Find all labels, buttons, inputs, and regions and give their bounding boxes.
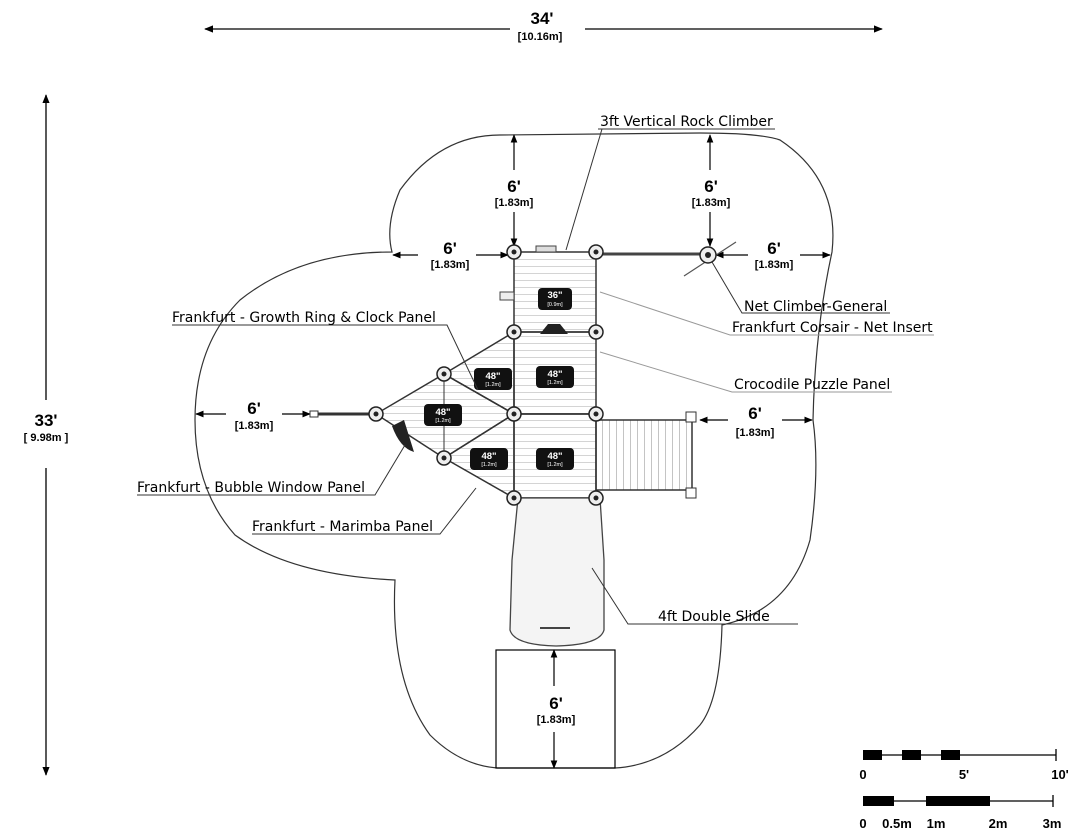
- svg-text:1m: 1m: [927, 816, 946, 831]
- svg-text:6': 6': [507, 177, 521, 196]
- callout-crocodile: Crocodile Puzzle Panel: [599, 351, 892, 393]
- svg-text:Crocodile Puzzle Panel: Crocodile Puzzle Panel: [734, 377, 890, 393]
- svg-text:Frankfurt - Growth Ring & Cloc: Frankfurt - Growth Ring & Clock Panel: [172, 310, 436, 326]
- overall-width-m: [10.16m]: [518, 31, 563, 43]
- svg-text:[1.2m]: [1.2m]: [547, 462, 563, 468]
- use-zone-outline: [194, 132, 834, 769]
- svg-text:5': 5': [959, 767, 969, 782]
- scale-bar-metric: 0 0.5m 1m 2m 3m: [859, 795, 1061, 831]
- svg-text:48": 48": [547, 451, 562, 462]
- svg-text:Frankfurt - Marimba Panel: Frankfurt - Marimba Panel: [252, 519, 433, 535]
- deck-height-badge: 48" [1.2m]: [424, 404, 462, 426]
- clearance-top-right: 6' [1.83m]: [692, 134, 731, 247]
- svg-text:[1.83m]: [1.83m]: [692, 197, 731, 209]
- clearance-top-left: 6' [1.83m]: [495, 134, 534, 247]
- svg-text:Net Climber-General: Net Climber-General: [744, 299, 887, 315]
- svg-text:48": 48": [481, 451, 496, 462]
- svg-text:2m: 2m: [989, 816, 1008, 831]
- overall-depth-ft: 33': [35, 411, 58, 430]
- svg-text:6': 6': [704, 177, 718, 196]
- svg-text:[1.2m]: [1.2m]: [435, 418, 451, 424]
- svg-text:[1.2m]: [1.2m]: [485, 382, 501, 388]
- svg-text:0: 0: [859, 816, 866, 831]
- svg-text:36": 36": [547, 290, 562, 301]
- callout-corsair-net: Frankfurt Corsair - Net Insert: [599, 291, 934, 336]
- overall-width-dimension: 34' [10.16m]: [204, 9, 883, 43]
- svg-text:[1.83m]: [1.83m]: [736, 427, 775, 439]
- svg-text:[1.83m]: [1.83m]: [755, 259, 794, 271]
- callout-marimba: Frankfurt - Marimba Panel: [252, 487, 477, 535]
- callout-bubble-window: Frankfurt - Bubble Window Panel: [137, 444, 406, 496]
- scale-bar-imperial: 0 5' 10': [859, 749, 1069, 782]
- svg-text:[1.2m]: [1.2m]: [547, 380, 563, 386]
- svg-text:6': 6': [767, 239, 781, 258]
- svg-text:48": 48": [547, 369, 562, 380]
- svg-text:[1.83m]: [1.83m]: [431, 259, 470, 271]
- clearance-right: 6' [1.83m]: [699, 404, 813, 439]
- deck-height-badge: 48" [1.2m]: [470, 448, 508, 470]
- overall-width-ft: 34': [531, 9, 554, 28]
- deck-height-badge: 48" [1.2m]: [536, 366, 574, 388]
- svg-text:[1.83m]: [1.83m]: [235, 420, 274, 432]
- svg-text:6': 6': [549, 694, 563, 713]
- svg-text:0.5m: 0.5m: [882, 816, 912, 831]
- overall-depth-dimension: 33' [ 9.98m ]: [24, 94, 69, 776]
- svg-text:Frankfurt Corsair - Net Insert: Frankfurt Corsair - Net Insert: [732, 320, 933, 336]
- svg-text:6': 6': [748, 404, 762, 423]
- clearance-upper-right: 6' [1.83m]: [715, 239, 831, 271]
- deck-height-badge: 36" [0.9m]: [538, 288, 572, 310]
- deck-height-badge: 48" [1.2m]: [474, 368, 512, 390]
- steps: [595, 419, 693, 491]
- svg-text:3m: 3m: [1043, 816, 1062, 831]
- play-structure: [309, 241, 737, 647]
- svg-text:48": 48": [485, 371, 500, 382]
- svg-text:[0.9m]: [0.9m]: [547, 302, 563, 308]
- svg-text:0: 0: [859, 767, 866, 782]
- svg-text:3ft Vertical Rock Climber: 3ft Vertical Rock Climber: [600, 114, 773, 130]
- svg-text:Frankfurt - Bubble Window Pane: Frankfurt - Bubble Window Panel: [137, 480, 365, 496]
- clearance-left: 6' [1.83m]: [195, 399, 311, 432]
- svg-text:[1.83m]: [1.83m]: [537, 714, 576, 726]
- callout-growth-ring: Frankfurt - Growth Ring & Clock Panel: [172, 310, 479, 391]
- callout-net-climber: Net Climber-General: [711, 261, 890, 315]
- svg-text:6': 6': [443, 239, 457, 258]
- svg-text:[1.2m]: [1.2m]: [481, 462, 497, 468]
- slide-exit-zone: 6' [1.83m]: [495, 649, 616, 769]
- callout-rock-climber: 3ft Vertical Rock Climber: [565, 114, 775, 251]
- svg-text:10': 10': [1051, 767, 1069, 782]
- double-slide: [509, 497, 605, 647]
- overall-depth-m: [ 9.98m ]: [24, 432, 69, 444]
- callout-double-slide: 4ft Double Slide: [591, 567, 798, 625]
- svg-text:48": 48": [435, 407, 450, 418]
- svg-text:[1.83m]: [1.83m]: [495, 197, 534, 209]
- svg-text:4ft Double Slide: 4ft Double Slide: [658, 609, 770, 625]
- clearance-upper-left: 6' [1.83m]: [392, 239, 509, 271]
- svg-text:6': 6': [247, 399, 261, 418]
- deck-height-badge: 48" [1.2m]: [536, 448, 574, 470]
